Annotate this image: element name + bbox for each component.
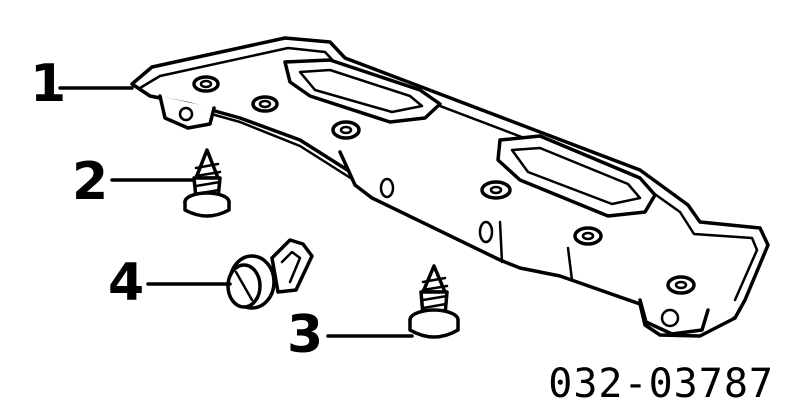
callout-4: 4 xyxy=(108,253,145,313)
callout-1: 1 xyxy=(30,54,67,114)
callout-3: 3 xyxy=(287,305,324,365)
callout-2: 2 xyxy=(72,152,109,212)
part-2-screw xyxy=(183,148,231,218)
part-4-clip xyxy=(226,238,314,310)
part-1-undercover xyxy=(130,36,770,338)
part-3-screw xyxy=(408,264,460,339)
diagram-code: 032-03787 xyxy=(548,361,774,407)
